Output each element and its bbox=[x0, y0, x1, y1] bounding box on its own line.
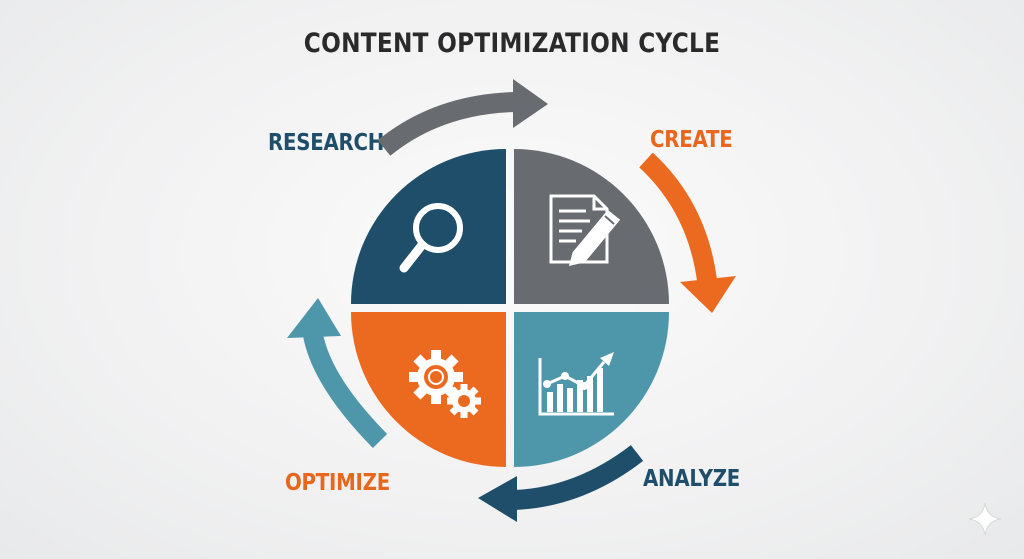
stage-label-analyze: ANALYZE bbox=[643, 466, 741, 492]
diagram-title: CONTENT OPTIMIZATION CYCLE bbox=[303, 28, 721, 59]
arrow-optimize-to-research bbox=[287, 298, 388, 449]
bar-chart-trend-icon bbox=[538, 352, 614, 416]
arrow-research-to-create bbox=[377, 79, 548, 156]
stage-label-research: RESEARCH bbox=[268, 130, 385, 156]
arrow-create-to-analyze bbox=[639, 152, 736, 313]
arrow-analyze-to-optimize bbox=[478, 445, 644, 522]
quadrant-research bbox=[351, 149, 506, 304]
magnifying-glass-icon bbox=[399, 203, 463, 273]
quadrant-create bbox=[514, 149, 669, 304]
document-pencil-icon bbox=[549, 194, 621, 267]
stage-label-create: CREATE bbox=[650, 127, 733, 153]
stage-label-optimize: OPTIMIZE bbox=[285, 470, 391, 496]
sparkle-icon bbox=[968, 502, 1002, 536]
